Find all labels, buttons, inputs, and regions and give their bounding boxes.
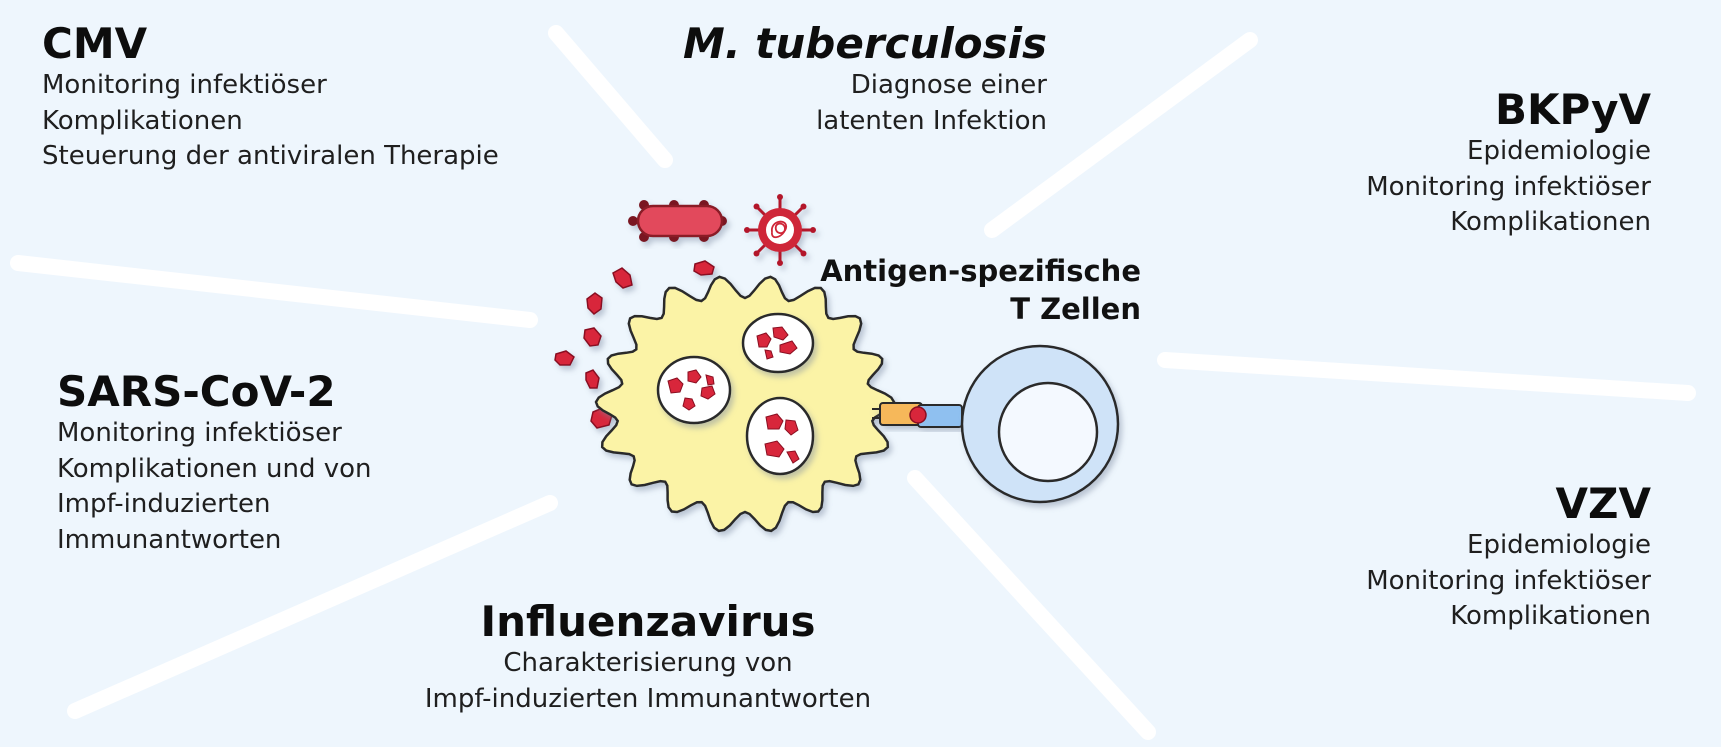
description-line: Impf-induzierten Immunantworten [424,683,872,714]
influenza-block: Influenzavirus Charakterisierung von Imp… [398,598,898,717]
t-cell-label-line: Antigen-spezifische [820,254,1141,288]
bacterium-icon [628,200,727,242]
bkpyv-block: BKPyV Epidemiologie Monitoring infektiös… [1366,86,1651,241]
description-line: Monitoring infektiöser [57,418,342,448]
antigen-fragments [554,260,715,429]
description-line: Impf-induzierten [57,489,271,519]
virus-icon [744,194,816,266]
description-line: Monitoring infektiöser [1366,565,1651,596]
antigen-presenting-cell [594,275,896,533]
influenza-description: Charakterisierung von Impf-induzierten I… [398,646,898,717]
description-line: Komplikationen und von [57,453,372,484]
sars-description: Monitoring infektiöser Komplikationen un… [57,416,372,558]
endosome [745,396,815,476]
description-line: Monitoring infektiöser [1366,171,1651,202]
description-line: Epidemiologie [1467,136,1651,166]
antigen-fragment [583,327,602,347]
ray [907,470,1156,740]
endosome [656,355,732,425]
cmv-description: Monitoring infektiöser Komplikationen St… [42,68,499,175]
description-line: Immunantworten [57,524,282,555]
background-rays [10,25,1696,740]
description-line: Charakterisierung von [503,648,793,678]
description-line: latenten Infektion [816,105,1047,136]
antigen-fragment [586,292,603,315]
ray [10,255,538,328]
cmv-title: CMV [42,19,148,68]
t-cell-nucleus [997,381,1099,483]
sars-block: SARS-CoV-2 Monitoring infektiöser Kompli… [57,368,372,558]
t-cell-label-line: T Zellen [1010,292,1141,326]
sars-title: SARS-CoV-2 [57,367,336,416]
description-line: Komplikationen [42,105,243,136]
peptide [909,406,927,424]
ray [67,495,558,719]
vzv-title: VZV [1555,479,1651,528]
description-line: Komplikationen [1450,601,1651,631]
t-cell-label: Antigen-spezifische T Zellen [820,252,1141,328]
immune-synapse [872,402,972,428]
vzv-description: Epidemiologie Monitoring infektiöser Kom… [1366,528,1651,635]
description-line: Diagnose einer [850,70,1047,100]
description-line: Steuerung der antiviralen Therapie [42,141,499,171]
bkpyv-title: BKPyV [1494,85,1651,134]
description-line: Epidemiologie [1467,530,1651,560]
antigen-fragment [554,350,575,366]
ray [1157,352,1696,401]
t-cell [960,344,1120,504]
influenza-title: Influenzavirus [480,597,816,646]
ray [984,32,1258,238]
antigen-fragment [693,260,715,276]
mtb-title: M. tuberculosis [682,19,1047,68]
antigen-fragment [585,369,600,389]
description-line: Monitoring infektiöser [42,70,327,100]
mtb-block: M. tuberculosis Diagnose einer latenten … [683,20,1047,139]
vzv-block: VZV Epidemiologie Monitoring infektiöser… [1366,480,1651,635]
antigen-fragment [612,267,633,289]
ray [548,25,673,168]
apc-membrane [594,275,896,533]
bkpyv-description: Epidemiologie Monitoring infektiöser Kom… [1366,134,1651,241]
endosome [741,312,815,374]
description-line: Komplikationen [1450,207,1651,237]
mtb-description: Diagnose einer latenten Infektion [683,68,1047,139]
cmv-block: CMV Monitoring infektiöser Komplikatione… [42,20,499,175]
